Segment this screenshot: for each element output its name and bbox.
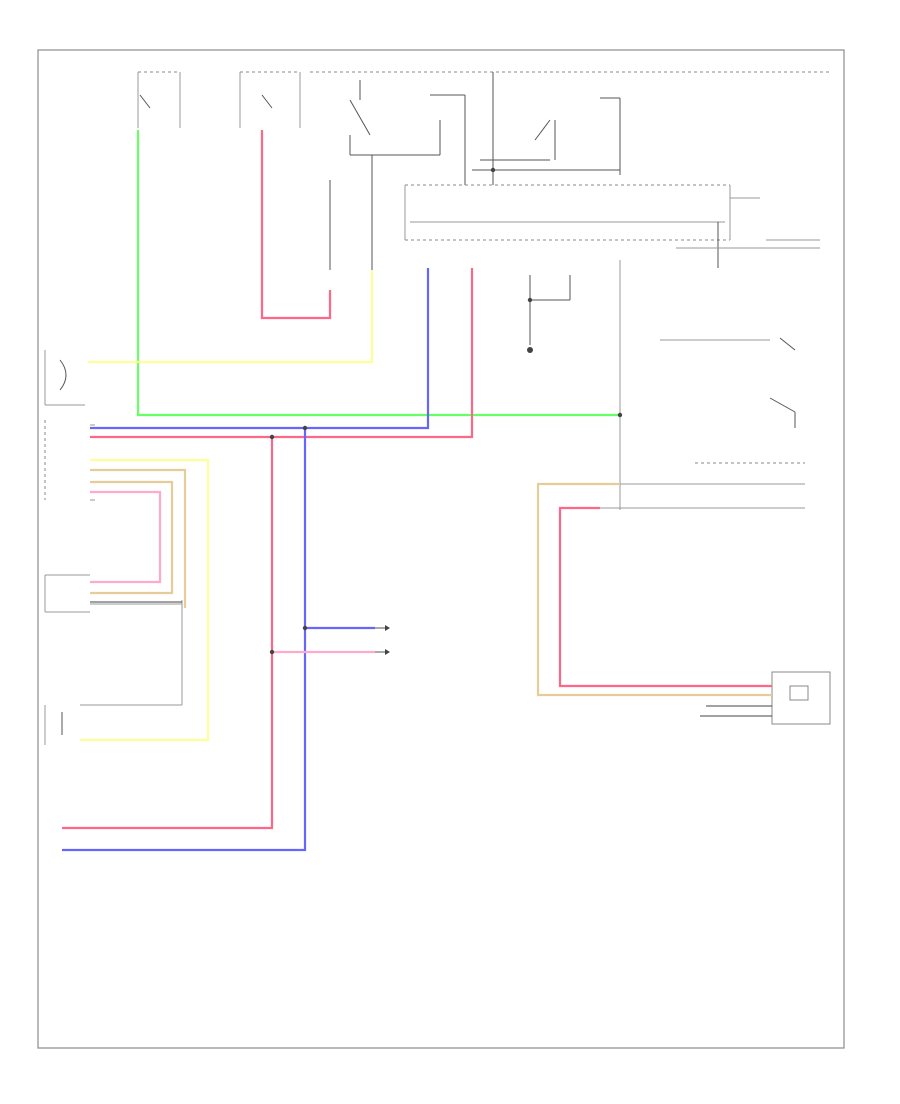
splice-points [269,167,623,655]
tan-wire-left-2 [90,480,174,595]
green-wire [136,130,620,417]
splice-point [527,297,533,303]
right-switch-2 [769,397,796,428]
tan-wire-left-1 [90,468,187,608]
diagram-frame [37,49,845,1049]
fuse-block-1 [137,71,181,128]
left-connector-block-2 [44,574,90,613]
tan-wire-right [536,482,772,697]
right-switch-1 [660,337,796,351]
splice-point [302,425,308,431]
left-sensor-3 [44,600,183,745]
left-sensor-1 [44,350,85,406]
splice-point [269,649,275,655]
pink-wire-left [90,490,162,584]
pink-wire-right [558,506,772,688]
left-connector-block [44,420,95,501]
relay-switch-group [329,72,621,270]
splice-point [490,167,496,173]
splice-point [269,434,275,440]
connector-arrows [375,625,390,655]
blue-wire-down [62,428,307,852]
pink-wire-main [90,268,474,439]
red-wire-down [62,437,274,830]
yellow-wire-left [80,458,210,742]
yellow-wire-top [88,270,374,364]
ground-symbol [527,275,571,353]
right-bottom-component-inner [789,685,809,701]
blue-wire-main [90,268,430,430]
red-wire-top [260,130,332,320]
fuse-block-2 [239,71,301,128]
splice-point [302,625,308,631]
control-module-box [404,184,820,268]
colored-wires [62,130,772,852]
splice-point [617,412,623,418]
